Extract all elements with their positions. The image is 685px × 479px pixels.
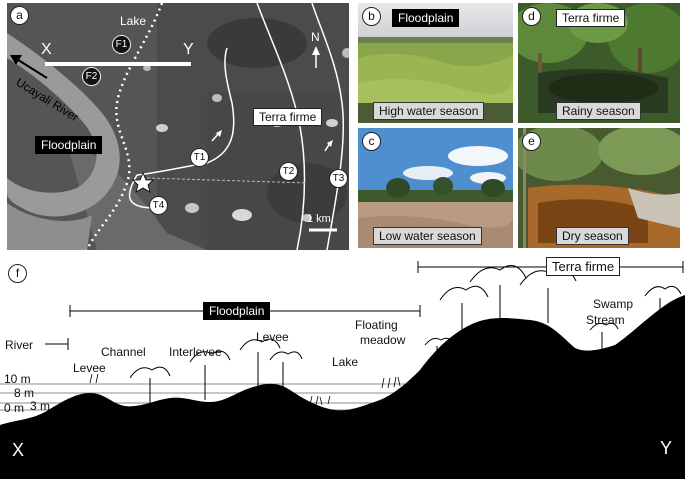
- profile-y-label: Y: [660, 438, 673, 458]
- panel-c-caption: Low water season: [373, 227, 482, 245]
- profile-x-label: X: [12, 440, 25, 460]
- site-f2: F2: [82, 67, 101, 86]
- floodplain-label: Floodplain: [35, 136, 103, 154]
- interlevee-text: Interlevee: [169, 345, 222, 359]
- site-t4: T4: [149, 196, 168, 215]
- river-text: River: [5, 338, 34, 352]
- panel-a-label: a: [10, 6, 29, 25]
- panel-e-caption: Dry season: [556, 227, 629, 245]
- site-f1: F1: [112, 35, 131, 54]
- site-t1: T1: [190, 148, 209, 167]
- panel-b-title: Floodplain: [392, 9, 460, 27]
- transect-y-label: Y: [183, 41, 194, 58]
- elev-8-text: 8 m: [14, 386, 35, 400]
- profile-terra-firme-label: Terra firme: [546, 257, 621, 276]
- stream-text: Stream: [586, 313, 625, 327]
- meadow-text: meadow: [360, 333, 406, 347]
- panel-b-caption: High water season: [373, 102, 485, 120]
- photo-dry-season: e Dry season: [518, 128, 680, 248]
- photo-rainy-season: d Terra firme Rainy season: [518, 3, 680, 123]
- panel-d-caption: Rainy season: [556, 102, 641, 120]
- north-label: N: [311, 30, 320, 44]
- channel-text: Channel: [101, 345, 146, 359]
- elev-0-text: 0 m: [4, 401, 25, 415]
- terra-firme-label: Terra firme: [253, 108, 323, 126]
- site-t3: T3: [329, 169, 348, 188]
- elev-3-text: 3 m: [30, 399, 51, 413]
- profile-floodplain-label: Floodplain: [203, 302, 271, 320]
- panel-f-label: f: [8, 264, 27, 283]
- scale-label: 1 km: [307, 213, 331, 225]
- panel-b-label: b: [362, 7, 381, 26]
- lake-label: Lake: [120, 14, 147, 28]
- map-graphic: [7, 3, 349, 250]
- lake-text: Lake: [332, 355, 359, 369]
- panel-d-label: d: [522, 7, 541, 26]
- levee-left-text: Levee: [73, 361, 106, 375]
- site-t2: T2: [279, 162, 298, 181]
- photo-low-water: c Low water season: [358, 128, 513, 248]
- elev-10-text: 10 m: [4, 372, 31, 386]
- panel-d-title: Terra firme: [556, 9, 626, 27]
- floating-text: Floating: [355, 318, 398, 332]
- transect-x-label: X: [41, 41, 52, 58]
- swamp-text: Swamp: [593, 297, 634, 311]
- levee-right-text: Levee: [256, 330, 289, 344]
- photo-high-water: b Floodplain High water season: [358, 3, 513, 123]
- panel-e-label: e: [522, 132, 541, 151]
- map-panel: a Lake X Y Ucayali River Floodplain Terr…: [7, 3, 349, 250]
- panel-c-label: c: [362, 132, 381, 151]
